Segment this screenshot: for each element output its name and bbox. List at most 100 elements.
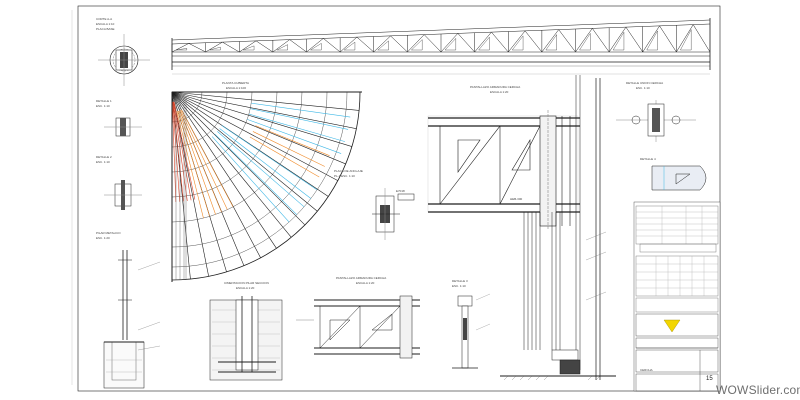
svg-text:PLACA DE ANCLAJE: PLACA DE ANCLAJE: [334, 169, 363, 173]
truss-diagonal: [255, 40, 274, 53]
truss-gusset: [410, 39, 423, 51]
colored-bracing-line: [251, 102, 351, 118]
svg-text:DETALLE UNION CERCHA: DETALLE UNION CERCHA: [626, 81, 663, 85]
truss-diagonal: [625, 26, 643, 53]
section-detail-mid-left-1: DETALLE 1 ESC. 1:10: [96, 99, 142, 137]
svg-text:PANTALLAZO ARMADURA CERCHA: PANTALLAZO ARMADURA CERCHA: [336, 276, 386, 280]
colored-bracing-line: [173, 101, 196, 200]
truss-diagonal: [608, 26, 627, 53]
svg-text:ESCALA 1:20: ESCALA 1:20: [236, 286, 255, 290]
truss-gusset: [511, 35, 524, 51]
truss-diagonal: [541, 29, 559, 53]
svg-text:15: 15: [706, 376, 713, 382]
colored-bracing-line: [252, 131, 325, 167]
rafter-line: [171, 91, 292, 238]
svg-text:DETALLE 2: DETALLE 2: [96, 155, 112, 159]
truss-gusset: [276, 44, 288, 51]
truss-gusset: [680, 29, 692, 51]
svg-text:E7018: E7018: [396, 189, 405, 193]
colored-bracing-line: [180, 109, 228, 210]
truss-end-detail: PANTALLAZO ARMADURA CERCHA ESCALA 1:20: [296, 276, 420, 359]
sheet-border: [77, 5, 721, 392]
truss-gusset: [646, 30, 658, 51]
rafter-line: [171, 91, 277, 249]
truss-diagonal: [692, 24, 711, 53]
purlin-ring: [171, 91, 328, 248]
svg-text:PANTALLAZO ARMADURA CERCHA: PANTALLAZO ARMADURA CERCHA: [470, 85, 520, 89]
purlin-ring: [171, 91, 253, 173]
colored-bracing-line: [177, 111, 210, 217]
purlin-ring: [171, 91, 228, 148]
svg-text:HEB-300: HEB-300: [510, 197, 523, 201]
truss-diagonal: [323, 38, 341, 53]
rafter-line: [171, 91, 329, 197]
svg-text:PLANTA CUBIERTA: PLANTA CUBIERTA: [222, 81, 249, 85]
truss-gusset: [545, 34, 557, 51]
truss-gusset: [612, 31, 625, 51]
truss-diagonal: [508, 30, 526, 53]
rafter-line: [171, 91, 209, 277]
rafter-line: [171, 91, 352, 147]
svg-text:PILAR METALICO: PILAR METALICO: [96, 231, 121, 235]
truss-diagonal: [390, 35, 408, 53]
section-detail-top-left: CORTE A-A ESCALA 1:10 PLACA BASE: [96, 17, 150, 86]
svg-text:ESC. 1:10: ESC. 1:10: [96, 104, 110, 108]
svg-text:ESCALA 1:20: ESCALA 1:20: [490, 90, 509, 94]
column-elevation-left: PILAR METALICO ESC. 1:20: [96, 231, 161, 389]
truss-gusset: [243, 45, 255, 51]
colored-bracing-line: [173, 101, 192, 201]
truss-diagonal: [339, 36, 358, 53]
section-detail-right: DETALLE UNION CERCHA ESC. 1:10: [616, 81, 696, 142]
rafter-line: [171, 91, 357, 129]
svg-text:CIMENTACION PILAR SECCION: CIMENTACION PILAR SECCION: [224, 281, 269, 285]
svg-text:ESCALA 1:20: ESCALA 1:20: [356, 281, 375, 285]
colored-bracing-line: [214, 133, 298, 215]
bolt-detail: DETALLE 3 ESC. 1:10: [452, 279, 491, 369]
colored-bracing-line: [178, 110, 216, 215]
colored-bracing-line: [176, 111, 204, 219]
purlin-ring: [171, 91, 348, 268]
rafter-line: [171, 91, 346, 165]
truss-gusset: [579, 32, 591, 51]
svg-text:CORTE A-A: CORTE A-A: [96, 17, 112, 21]
truss-gusset: [309, 43, 322, 51]
svg-text:PL-1 ESC. 1:10: PL-1 ESC. 1:10: [334, 174, 355, 178]
colored-bracing-line: [172, 101, 184, 202]
svg-text:ESC. 1:20: ESC. 1:20: [96, 236, 110, 240]
colored-bracing-line: [255, 125, 330, 156]
truss-diagonal: [642, 25, 660, 53]
colored-bracing-line: [249, 136, 320, 178]
rafter-line: [171, 91, 338, 181]
truss-diagonal: [356, 36, 374, 53]
truss-diagonal: [676, 24, 694, 53]
truss-diagonal: [222, 41, 240, 53]
svg-text:CERCHA: CERCHA: [640, 368, 653, 372]
curved-panel-detail: DETALLE 4: [640, 157, 707, 191]
svg-text:DETALLE 1: DETALLE 1: [96, 99, 112, 103]
colored-bracing-line: [250, 108, 349, 130]
colored-bracing-line: [181, 109, 234, 207]
colored-bracing-line: [211, 136, 290, 223]
colored-bracing-line: [248, 113, 346, 142]
title-block: [633, 201, 721, 392]
truss-diagonal: [424, 34, 442, 53]
truss-diagonal: [373, 35, 391, 53]
truss-diagonal: [272, 39, 290, 53]
truss-column-joint: PANTALLAZO ARMADURA CERCHA ESCALA 1:20 H…: [427, 85, 580, 230]
truss-diagonal: [575, 28, 593, 53]
colored-bracing-line: [247, 119, 342, 154]
truss-diagonal: [440, 33, 458, 53]
truss-diagonal: [558, 29, 576, 53]
colored-bracing-line: [217, 131, 305, 208]
truss-gusset: [343, 41, 356, 51]
rafter-line: [171, 91, 318, 212]
purlin-ring: [171, 91, 303, 223]
footing-detail: CIMENTACION PILAR SECCION ESCALA 1:20: [209, 281, 283, 381]
svg-text:ESCALA 1:100: ESCALA 1:100: [226, 86, 246, 90]
truss-diagonal: [289, 39, 307, 53]
truss-gusset: [175, 48, 187, 51]
colored-bracing-line: [173, 101, 188, 201]
colored-bracing-line: [179, 110, 222, 213]
